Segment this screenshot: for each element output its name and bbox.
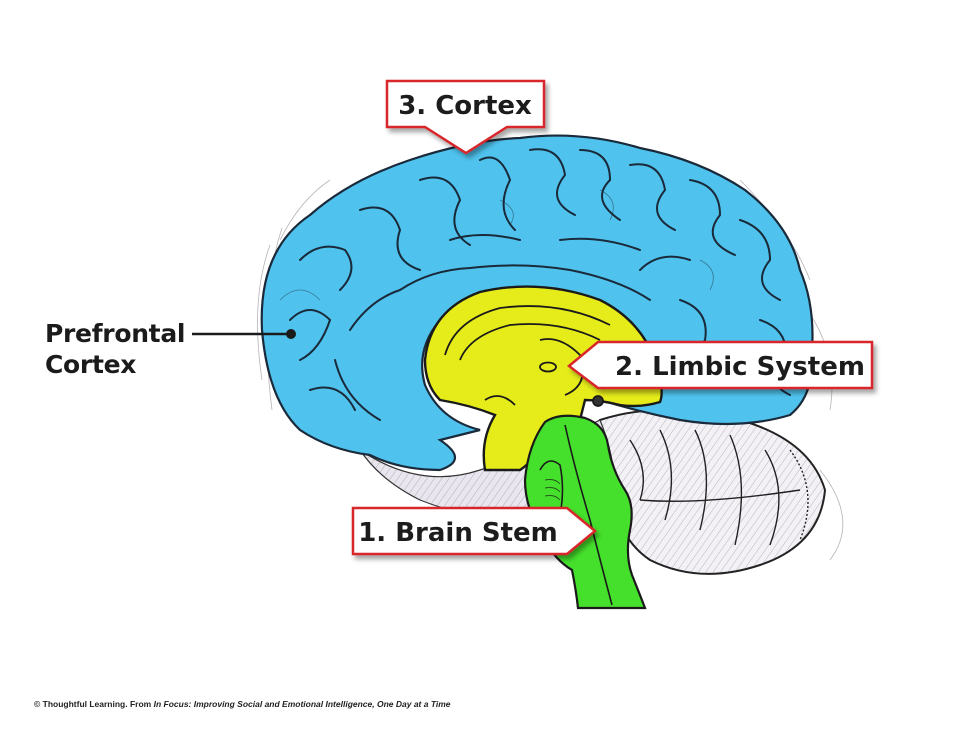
copyright-text: © Thoughtful Learning. From [34,699,154,709]
limbic-region [423,285,663,472]
callout-brain-stem-label: 1. Brain Stem [358,518,558,548]
prefrontal-cortex-label: Prefrontal Cortex [45,318,185,380]
prefrontal-label-line1: Prefrontal [45,319,186,348]
callout-cortex-label: 3. Cortex [398,91,532,121]
prefrontal-label-line2: Cortex [45,350,137,379]
callout-brain-stem[interactable]: 1. Brain Stem [351,506,597,556]
copyright-footer: © Thoughtful Learning. From In Focus: Im… [34,699,451,709]
callout-limbic-system[interactable]: 2. Limbic System [566,340,874,390]
book-title: In Focus: Improving Social and Emotional… [153,699,451,709]
callout-limbic-label: 2. Limbic System [615,352,865,382]
cerebellum [598,409,827,575]
prefrontal-pointer [192,329,296,339]
callout-cortex[interactable]: 3. Cortex [385,79,546,155]
